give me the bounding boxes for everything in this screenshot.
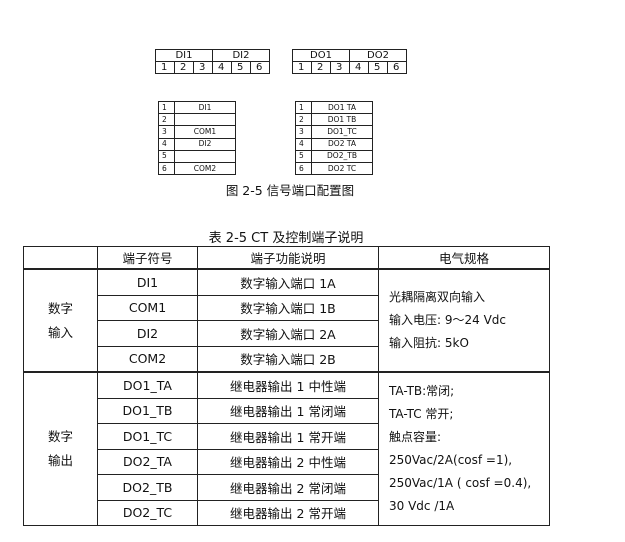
table-row: DO2_TA 继电器输出 2 中性端 xyxy=(24,448,550,475)
symbol-cell: DO2_TC xyxy=(97,499,198,526)
function-cell: 数字输入端口 2A xyxy=(197,320,379,347)
pin-number: 5 xyxy=(295,149,312,163)
spec-line: 250Vac/2A(cosf =1), xyxy=(389,453,513,467)
pin-number: 6 xyxy=(158,161,175,176)
spec-line: 输入电压: 9～24 Vdc xyxy=(389,313,507,327)
spec-line: 光耦隔离双向输入 xyxy=(389,290,486,304)
pin-number: 2 xyxy=(295,113,312,127)
spec-line: TA-TC 常开; xyxy=(389,407,454,421)
terminal-block-di: DI1 DI2 1 2 3 4 5 6 xyxy=(155,49,270,74)
symbol-cell: DO1_TB xyxy=(97,397,198,424)
block-number-cell: 5 xyxy=(231,61,251,74)
block-number-cell: 4 xyxy=(212,61,232,74)
spec-line: 输入阻抗: 5kO xyxy=(389,336,469,350)
figure-caption: 图 2-5 信号端口配置图 xyxy=(225,183,355,198)
table-row: DO2_TB 继电器输出 2 常闭端 xyxy=(24,474,550,501)
block-header-cell: DI1 xyxy=(155,49,213,62)
table-title: 表 2-5 CT 及控制端子说明 xyxy=(208,231,364,246)
function-cell: 继电器输出 2 常开端 xyxy=(197,499,379,526)
symbol-cell: COM1 xyxy=(97,294,198,321)
pin-number: 3 xyxy=(295,125,312,139)
function-cell: 数字输入端口 2B xyxy=(197,345,379,373)
group-name-line: 输入 xyxy=(47,324,73,340)
pin-label: DO2 TC xyxy=(311,161,373,176)
header-cell-empty xyxy=(23,246,98,270)
table-row: DO2_TC 继电器输出 2 常开端 xyxy=(24,499,550,526)
pin-number: 4 xyxy=(295,137,312,151)
table-row: DO1_TC 继电器输出 1 常开端 xyxy=(24,423,550,450)
pin-label xyxy=(174,113,236,127)
spec-line: 30 Vdc /1A xyxy=(389,499,455,513)
block-number-cell: 1 xyxy=(155,61,175,74)
header-cell-spec: 电气规格 xyxy=(378,246,550,270)
pin-label: COM2 xyxy=(174,161,236,176)
spec-line: 触点容量: xyxy=(389,430,442,444)
function-cell: 继电器输出 1 中性端 xyxy=(197,371,379,399)
group-cell-digital-input: 数字 输入 xyxy=(23,268,98,373)
table-row: COM2 数字输入端口 2B xyxy=(24,345,550,373)
pin-number: 3 xyxy=(158,125,175,139)
function-cell: 继电器输出 2 中性端 xyxy=(197,448,379,475)
pin-label: DO2 TA xyxy=(311,137,373,151)
block-number-cell: 3 xyxy=(330,61,350,74)
group-cell-digital-output: 数字 输出 xyxy=(23,371,98,526)
block-number-cell: 1 xyxy=(292,61,312,74)
group-name-line: 数字 xyxy=(47,429,73,444)
group-name-line: 输出 xyxy=(47,453,73,468)
table-row: DI2 数字输入端口 2A xyxy=(24,320,550,347)
pin-number: 5 xyxy=(158,149,175,163)
symbol-cell: DO1_TC xyxy=(97,423,198,450)
block-header-cell: DO1 xyxy=(292,49,350,62)
function-cell: 继电器输出 1 常闭端 xyxy=(197,397,379,424)
function-cell: 数字输入端口 1B xyxy=(197,294,379,321)
pin-label: COM1 xyxy=(174,125,236,139)
pin-number: 4 xyxy=(158,137,175,151)
block-number-cell: 4 xyxy=(349,61,369,74)
symbol-cell: COM2 xyxy=(97,345,198,373)
symbol-cell: DI1 xyxy=(97,268,198,296)
terminal-spec-table: 端子符号 端子功能说明 电气规格 数字 输入 DI1 数字输入端口 1A 光耦隔… xyxy=(23,246,550,526)
block-number-cell: 2 xyxy=(174,61,194,74)
block-number-cell: 6 xyxy=(387,61,407,74)
pin-label: DO1 TA xyxy=(311,100,373,115)
block-header-cell: DO2 xyxy=(349,49,407,62)
block-number-cell: 3 xyxy=(193,61,213,74)
pin-label: DI1 xyxy=(174,100,236,115)
header-cell-function: 端子功能说明 xyxy=(197,246,379,270)
pin-number: 6 xyxy=(295,161,312,176)
pin-label: DO1_TC xyxy=(311,125,373,139)
pin-label xyxy=(174,149,236,163)
table-row: COM1 数字输入端口 1B xyxy=(24,294,550,321)
terminal-block-do: DO1 DO2 1 2 3 4 5 6 xyxy=(292,49,407,74)
symbol-cell: DO2_TA xyxy=(97,448,198,475)
header-cell-symbol: 端子符号 xyxy=(97,246,198,270)
spec-line: 250Vac/1A ( cosf =0.4), xyxy=(389,476,532,490)
spec-cell-digital-output: TA-TB:常闭; TA-TC 常开; 触点容量: 250Vac/2A(cosf… xyxy=(378,371,550,526)
symbol-cell: DO2_TB xyxy=(97,474,198,501)
table-row: 数字 输入 DI1 数字输入端口 1A 光耦隔离双向输入 输入电压: 9～24 … xyxy=(23,268,550,373)
block-number-cell: 5 xyxy=(368,61,388,74)
pin-label: DI2 xyxy=(174,137,236,151)
table-header-row: 端子符号 端子功能说明 电气规格 xyxy=(23,246,550,270)
block-number-cell: 6 xyxy=(250,61,270,74)
function-cell: 数字输入端口 1A xyxy=(197,268,379,296)
spec-line: TA-TB:常闭; xyxy=(389,384,455,398)
block-number-cell: 2 xyxy=(311,61,331,74)
block-header-cell: DI2 xyxy=(212,49,270,62)
pin-label: DO2_TB xyxy=(311,149,373,163)
function-cell: 继电器输出 1 常开端 xyxy=(197,423,379,450)
pin-number: 2 xyxy=(158,113,175,127)
table-row: 数字 输出 DO1_TA 继电器输出 1 中性端 TA-TB:常闭; TA-TC… xyxy=(23,371,550,526)
symbol-cell: DI2 xyxy=(97,320,198,347)
pin-number: 1 xyxy=(295,100,312,115)
function-cell: 继电器输出 2 常闭端 xyxy=(197,474,379,501)
table-row: DO1_TB 继电器输出 1 常闭端 xyxy=(24,397,550,424)
group-name-line: 数字 xyxy=(47,300,73,316)
spec-cell-digital-input: 光耦隔离双向输入 输入电压: 9～24 Vdc 输入阻抗: 5kO xyxy=(378,268,550,373)
pin-number: 1 xyxy=(158,100,175,115)
symbol-cell: DO1_TA xyxy=(97,371,198,399)
pin-label: DO1 TB xyxy=(311,113,373,127)
